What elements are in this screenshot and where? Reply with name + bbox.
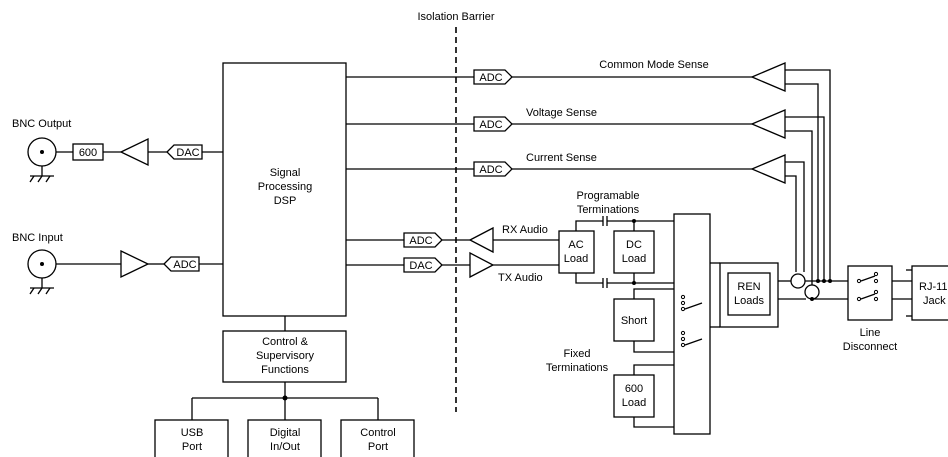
fixed-terminations-label-1: Fixed (564, 348, 591, 360)
input-adc-label: ADC (173, 259, 196, 271)
digital-io-label-2: In/Out (270, 441, 300, 453)
rx-amplifier-icon (468, 226, 494, 254)
bnc-output-label: BNC Output (12, 118, 71, 130)
dsp-label-1: Signal (270, 167, 301, 179)
tx-amplifier-icon (469, 251, 495, 279)
programable-terminations-label-1: Programable (577, 190, 640, 202)
termination-switch-matrix (673, 213, 711, 435)
ren-loads-label-1: REN (737, 281, 760, 293)
load-600-label-2: Load (622, 397, 646, 409)
voltage-adc-label: ADC (479, 119, 502, 131)
output-dac-label: DAC (176, 147, 199, 159)
current-amplifier-icon (750, 154, 786, 184)
digital-io-block (247, 419, 322, 457)
dsp-label-2: Processing (258, 181, 312, 193)
usb-port-label-1: USB (181, 427, 204, 439)
rx-adc-label: ADC (409, 235, 432, 247)
rj11-jack-label-2: Jack (923, 295, 946, 307)
control-port-block (340, 419, 415, 457)
rx-adc-block (403, 232, 443, 248)
line-disconnect-label-1: Line (860, 327, 881, 339)
dsp-label-3: DSP (274, 195, 297, 207)
control-label-1: Control & (262, 336, 309, 348)
voltage-adc-block (473, 116, 513, 132)
control-block (222, 330, 347, 383)
ren-loads-block (727, 272, 771, 316)
output-load-label: 600 (79, 147, 97, 159)
tx-dac-block (403, 257, 443, 273)
short-label: Short (621, 315, 647, 327)
voltage-sense-label: Voltage Sense (526, 107, 597, 119)
common-mode-adc-block (473, 69, 513, 85)
load-600-block (613, 374, 655, 418)
ac-load-label-2: Load (564, 253, 588, 265)
rj11-jack-block (911, 265, 948, 321)
isolation-barrier-label: Isolation Barrier (417, 11, 494, 23)
dc-load-block (613, 230, 655, 274)
fixed-terminations-label-2: Terminations (546, 362, 609, 374)
usb-port-label-2: Port (182, 441, 202, 453)
digital-io-label-1: Digital (270, 427, 301, 439)
control-port-label-2: Port (368, 441, 388, 453)
common-mode-sense-label: Common Mode Sense (599, 59, 708, 71)
current-sense-label: Current Sense (526, 152, 597, 164)
control-port-label-1: Control (360, 427, 395, 439)
ren-loads-frame (719, 262, 779, 328)
current-adc-block (473, 161, 513, 177)
rx-audio-label: RX Audio (502, 224, 548, 236)
dc-load-label-1: DC (626, 239, 642, 251)
current-sense-loop-icon-2 (804, 284, 820, 300)
dc-load-label-2: Load (622, 253, 646, 265)
ren-loads-label-2: Loads (734, 295, 764, 307)
ac-load-block (558, 230, 595, 274)
line-disconnect-label-2: Disconnect (843, 341, 897, 353)
output-amplifier-icon (119, 137, 149, 167)
common-mode-adc-label: ADC (479, 72, 502, 84)
common-mode-amplifier-icon (750, 62, 786, 92)
usb-port-block (154, 419, 229, 457)
ac-load-label-1: AC (568, 239, 583, 251)
programable-terminations-label-2: Terminations (577, 204, 640, 216)
bnc-input-label: BNC Input (12, 232, 63, 244)
control-label-3: Functions (261, 364, 309, 376)
control-label-2: Supervisory (256, 350, 315, 362)
current-adc-label: ADC (479, 164, 502, 176)
rj11-jack-label-1: RJ-11 (919, 281, 948, 293)
load-600-label-1: 600 (625, 383, 643, 395)
voltage-amplifier-icon (750, 109, 786, 139)
current-sense-loop-icon (790, 273, 806, 289)
input-amplifier-icon (120, 249, 150, 279)
line-disconnect-block (847, 265, 893, 321)
tx-audio-label: TX Audio (498, 272, 543, 284)
tx-dac-label: DAC (409, 260, 432, 272)
